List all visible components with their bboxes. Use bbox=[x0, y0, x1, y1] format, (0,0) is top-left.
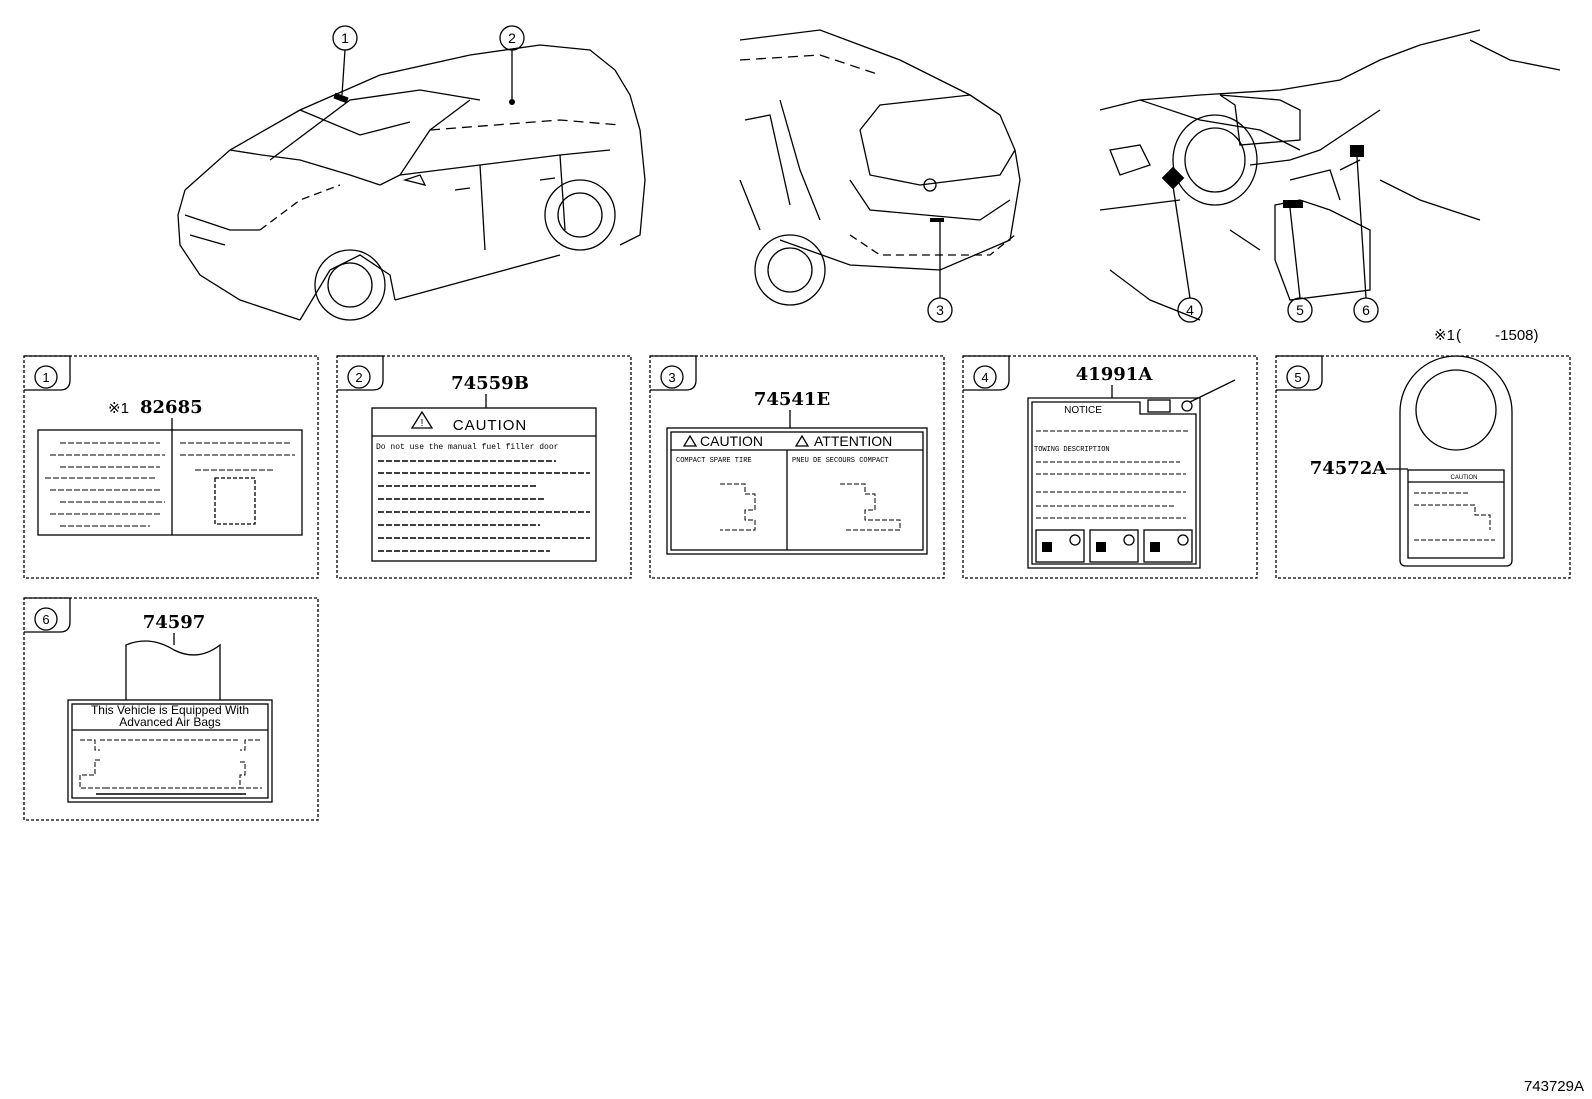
callout-3: 3 bbox=[927, 297, 953, 323]
label-2-line1: Do not use the manual fuel filler door bbox=[376, 443, 559, 452]
notice-4: NOTICE bbox=[1064, 405, 1102, 416]
col-fr-3: PNEU DE SECOURS COMPACT bbox=[792, 457, 889, 465]
callout-1: 1 bbox=[332, 25, 358, 51]
callout-leaders-view3 bbox=[1172, 156, 1367, 299]
svg-text:4: 4 bbox=[1186, 302, 1194, 318]
svg-text:!: ! bbox=[421, 418, 424, 429]
callout-6: 6 bbox=[1353, 297, 1379, 323]
svg-text:2: 2 bbox=[508, 30, 516, 46]
svg-text:6: 6 bbox=[42, 612, 49, 627]
vehicle-interior-view bbox=[1099, 29, 1561, 321]
caution-3: CAUTION bbox=[700, 433, 763, 449]
label-panel-5: 5 CAUTION 74572A bbox=[1275, 355, 1571, 579]
caution-5: CAUTION bbox=[1451, 475, 1478, 481]
callout-4: 4 bbox=[1177, 297, 1203, 323]
caution-2: CAUTION bbox=[453, 417, 528, 434]
part-number-5: 74572A bbox=[1310, 458, 1388, 479]
svg-text:6: 6 bbox=[1362, 302, 1370, 318]
part-number-4: 41991A bbox=[1076, 364, 1154, 385]
sub-4: TOWING DESCRIPTION bbox=[1034, 446, 1110, 454]
svg-text:1: 1 bbox=[341, 30, 349, 46]
label-panel-3: 3 74541E CAUTION ATTENTION COMPACT SPARE… bbox=[649, 355, 945, 579]
part-number-1: 82685 bbox=[140, 397, 203, 418]
callout-leaders-view1 bbox=[341, 49, 513, 100]
svg-text:2: 2 bbox=[355, 370, 362, 385]
vehicle-rear-view bbox=[739, 29, 1021, 306]
callout-2: 2 bbox=[499, 25, 525, 51]
part-prefix-1: ※1 bbox=[108, 400, 129, 417]
footnote-text: ( -1508) bbox=[1456, 327, 1539, 344]
part-number-6: 74597 bbox=[143, 612, 206, 633]
label-panel-2: 2 74559B ! CAUTION Do not use the manual… bbox=[336, 355, 632, 579]
label-panel-1: 1 ※1 82685 bbox=[23, 355, 319, 579]
svg-text:5: 5 bbox=[1296, 302, 1304, 318]
svg-text:1: 1 bbox=[42, 370, 49, 385]
label-panel-6: 6 74597 This Vehicle is Equipped With Ad… bbox=[23, 597, 319, 821]
diagram-id: 743729A bbox=[1524, 1078, 1584, 1095]
label-6-line2: Advanced Air Bags bbox=[119, 715, 220, 729]
label-6-line1: This Vehicle is Equipped With bbox=[91, 703, 249, 717]
part-number-2: 74559B bbox=[451, 373, 529, 394]
callout-5: 5 bbox=[1287, 297, 1313, 323]
svg-text:5: 5 bbox=[1294, 370, 1301, 385]
svg-text:3: 3 bbox=[668, 370, 675, 385]
attention-3: ATTENTION bbox=[814, 433, 892, 449]
svg-text:4: 4 bbox=[981, 370, 988, 385]
svg-text:3: 3 bbox=[936, 302, 944, 318]
label-panel-4: 4 41991A NOTICE TOWING DESCRIPTION bbox=[962, 355, 1258, 579]
part-number-3: 74541E bbox=[754, 389, 830, 410]
col-en-3: COMPACT SPARE TIRE bbox=[676, 457, 752, 465]
footnote-mark: ※1 bbox=[1434, 327, 1455, 344]
vehicle-front-view bbox=[177, 44, 646, 321]
